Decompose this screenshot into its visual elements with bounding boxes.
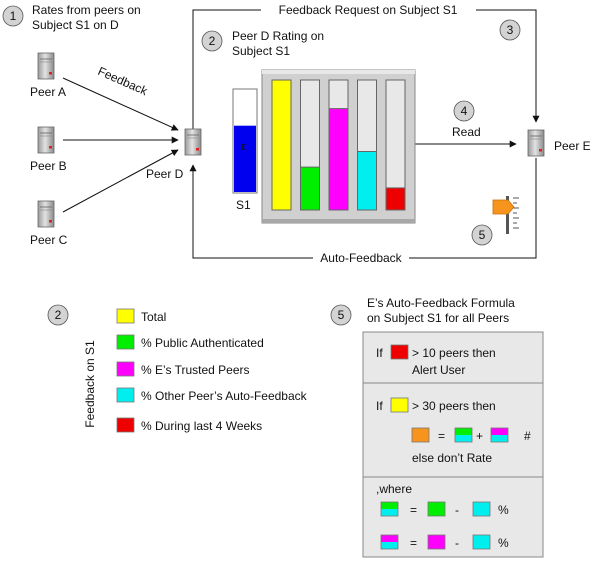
s1-gauge-fill <box>234 125 256 192</box>
arrow-peer-c-to-d <box>62 149 179 213</box>
where-swatch-cyan-2 <box>472 534 491 550</box>
svg-text:> 10 peers then: > 10 peers then <box>412 346 496 360</box>
formula-swatch-orange <box>411 427 430 443</box>
legend-swatch-trusted <box>116 361 135 377</box>
svg-text:4: 4 <box>461 104 468 118</box>
s1-gauge: E <box>232 88 258 194</box>
svg-text:else don’t Rate: else don’t Rate <box>412 451 492 465</box>
peer-b-label: Peer B <box>30 159 67 173</box>
svg-text:-: - <box>455 536 459 550</box>
legend-item-total: Total <box>116 308 166 324</box>
svg-text:2: 2 <box>209 34 216 48</box>
legend-swatch-public <box>116 334 135 350</box>
formula-title-line2: on Subject S1 for all Peers <box>367 311 509 325</box>
svg-text:% Public Authenticated: % Public Authenticated <box>141 336 264 350</box>
rating-bars-panel <box>261 69 416 224</box>
svg-text:2: 2 <box>55 308 62 322</box>
step-1-text-line2: Subject S1 on D <box>32 18 119 32</box>
svg-text:%: % <box>498 503 509 517</box>
bar-fill-public <box>300 166 320 211</box>
formula-swatch-yellow <box>390 397 409 413</box>
step-1-text-line1: Rates from peers on <box>32 3 141 17</box>
auto-feedback-label: Auto-Feedback <box>320 251 402 265</box>
bar-fill-total <box>271 79 292 211</box>
svg-text:=: = <box>410 536 417 550</box>
legend-side-label: Feedback on S1 <box>83 340 97 428</box>
svg-text:% During last 4 Weeks: % During last 4 Weeks <box>141 419 262 433</box>
formula-row-where: ,where = - % = - % <box>376 482 509 550</box>
svg-text:+: + <box>476 429 483 443</box>
svg-text:Total: Total <box>141 310 166 324</box>
step-2-text-line1: Peer D Rating on <box>232 29 324 43</box>
step-1-badge: 1 <box>2 5 24 27</box>
svg-text:1: 1 <box>10 9 17 23</box>
svg-text:Alert User: Alert User <box>412 363 465 377</box>
legend-swatch-weeks <box>116 417 135 433</box>
where-swatch-green <box>427 501 446 517</box>
peer-d-label: Peer D <box>146 167 184 181</box>
svg-text:=: = <box>438 429 445 443</box>
formula-box <box>362 331 544 558</box>
step-2-badge: 2 <box>201 30 223 52</box>
svg-text:> 30 peers then: > 30 peers then <box>412 399 496 413</box>
gauge-label: S1 <box>236 198 251 212</box>
peer-c-server-icon <box>37 200 55 228</box>
svg-text:If: If <box>376 399 383 413</box>
legend-step-2-badge: 2 <box>47 304 69 326</box>
formula-title-line1: E’s Auto-Feedback Formula <box>367 296 515 310</box>
peer-d-server-icon <box>184 128 202 156</box>
peer-c-label: Peer C <box>30 233 68 247</box>
svg-text:If: If <box>376 346 383 360</box>
bar-fill-weeks <box>385 187 406 211</box>
formula-swatch-red <box>390 344 409 360</box>
formula-row-alert: If > 10 peers then Alert User <box>376 344 496 377</box>
legend-item-other: % Other Peer’s Auto-Feedback <box>116 387 308 403</box>
svg-text:5: 5 <box>338 308 345 322</box>
auto-feedback-slider-icon <box>492 196 519 234</box>
peer-b-server-icon <box>37 126 55 154</box>
svg-text:% Other Peer’s Auto-Feedback: % Other Peer’s Auto-Feedback <box>141 389 308 403</box>
formula-swatch-magenta-cyan <box>490 427 509 443</box>
step-5-badge: 5 <box>471 224 493 246</box>
peer-e-server-icon <box>527 129 545 157</box>
bar-fill-trusted <box>328 108 349 211</box>
svg-text:5: 5 <box>479 228 486 242</box>
svg-text:,where: ,where <box>376 482 412 496</box>
read-label: Read <box>452 125 481 139</box>
svg-text:#: # <box>524 429 531 443</box>
legend-item-trusted: % E’s Trusted Peers <box>116 361 250 377</box>
svg-text:%: % <box>498 536 509 550</box>
legend-swatch-total <box>116 308 135 324</box>
peer-a-label: Peer A <box>30 85 66 99</box>
svg-text:% E’s Trusted Peers: % E’s Trusted Peers <box>141 363 250 377</box>
step-2-text-line2: Subject S1 <box>232 44 290 58</box>
formula-swatch-green-cyan <box>454 427 473 443</box>
svg-text:E: E <box>241 143 246 152</box>
where-swatch-green-cyan <box>380 501 399 517</box>
arrow-peer-a-to-d <box>62 77 179 131</box>
formula-step-5-badge: 5 <box>330 304 352 326</box>
where-swatch-magenta <box>427 534 446 550</box>
feedback-request-label: Feedback Request on Subject S1 <box>279 3 458 17</box>
svg-text:=: = <box>410 503 417 517</box>
formula-row-rate: If > 30 peers then = + # else don’t Rate <box>376 397 531 465</box>
bar-fill-other <box>357 151 377 211</box>
legend-item-public: % Public Authenticated <box>116 334 264 350</box>
legend-swatch-other <box>116 387 135 403</box>
feedback-arrow-label: Feedback <box>96 64 151 99</box>
legend-item-weeks: % During last 4 Weeks <box>116 417 262 433</box>
step-3-badge: 3 <box>499 19 521 41</box>
feedback-request-label-bg <box>261 3 476 17</box>
auto-feedback-label-bg <box>313 251 409 265</box>
where-swatch-cyan-1 <box>472 501 491 517</box>
step-4-badge: 4 <box>453 100 475 122</box>
where-swatch-magenta-cyan <box>380 534 399 550</box>
svg-text:3: 3 <box>507 23 514 37</box>
peer-e-label: Peer E <box>554 139 591 153</box>
svg-text:-: - <box>455 503 459 517</box>
peer-a-server-icon <box>37 52 55 80</box>
